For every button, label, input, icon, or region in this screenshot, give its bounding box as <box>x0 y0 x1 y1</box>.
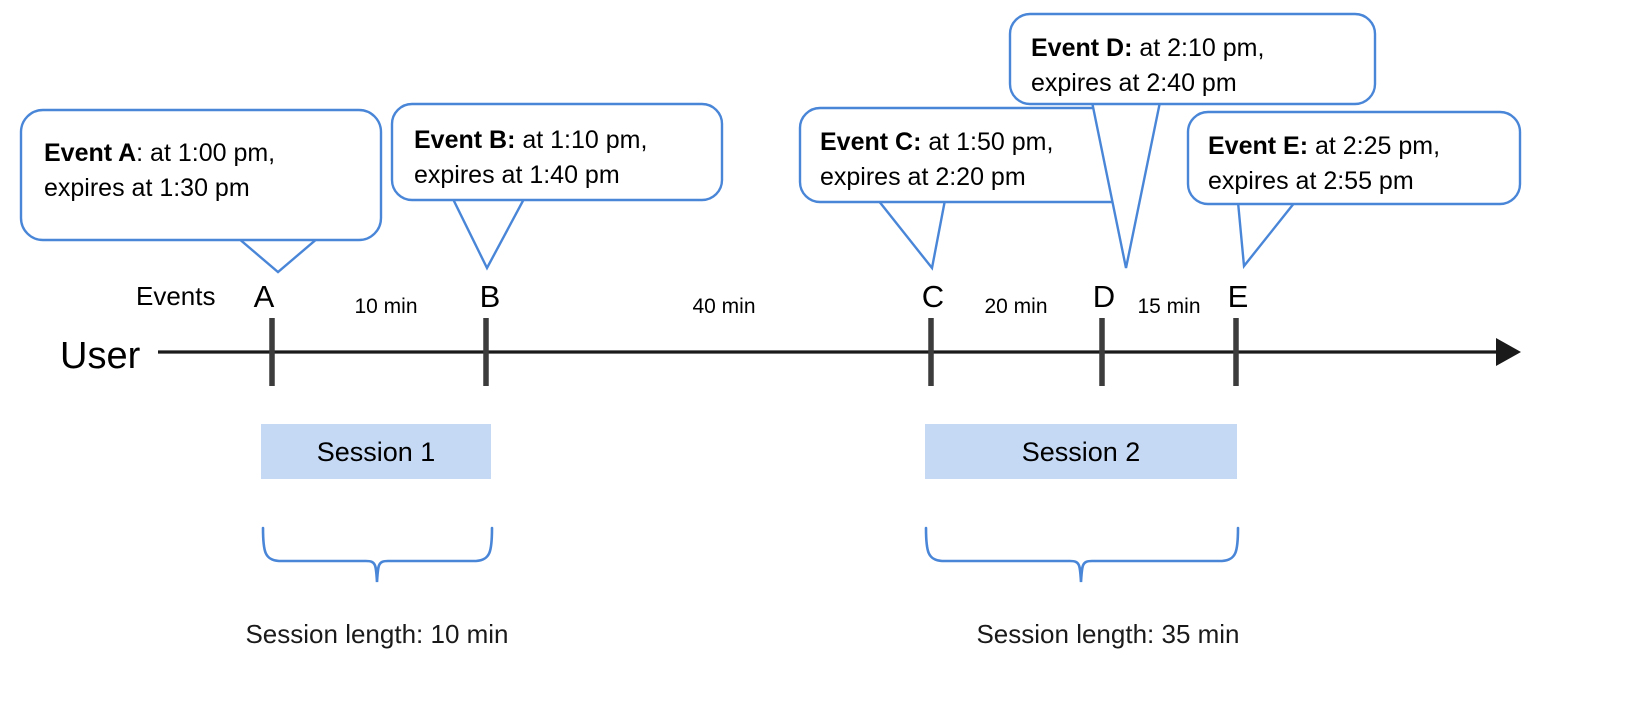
marker-label-c: C <box>922 279 944 314</box>
callout-text-e-line2: expires at 2:55 pm <box>1208 167 1414 195</box>
callout-event-b: Event B: at 1:10 pm, expires at 1:40 pm <box>390 102 724 271</box>
callout-event-a: Event A: at 1:00 pm, expires at 1:30 pm <box>19 108 383 274</box>
callout-bold-e: Event E: <box>1208 132 1308 160</box>
brace-session-2 <box>924 526 1240 583</box>
callout-text-c-line1: Event C: at 1:50 pm, <box>820 128 1053 156</box>
callout-text-b-line1: Event B: at 1:10 pm, <box>414 126 647 154</box>
gap-label-bc: 40 min <box>692 295 755 318</box>
session-label-1: Session 1 <box>317 437 436 467</box>
callout-rest-b: at 1:10 pm, <box>515 126 647 154</box>
callout-text-d-line2: expires at 2:40 pm <box>1031 69 1237 97</box>
callout-event-d: Event D: at 2:10 pm, expires at 2:40 pm <box>1008 12 1377 269</box>
callout-box-a <box>19 108 383 242</box>
brace-session-1 <box>261 526 494 583</box>
callout-rest-d: at 2:10 pm, <box>1132 34 1264 62</box>
marker-label-b: B <box>480 279 501 314</box>
callout-rest-a: : at 1:00 pm, <box>136 139 275 167</box>
callout-text-a-line1: Event A: at 1:00 pm, <box>44 139 275 167</box>
marker-label-d: D <box>1093 279 1115 314</box>
callout-text-c-line2: expires at 2:20 pm <box>820 163 1026 191</box>
callout-box-e <box>1186 110 1522 206</box>
axis-row-label: User <box>60 335 141 377</box>
callout-text-a-line2: expires at 1:30 pm <box>44 174 250 202</box>
session-length-caption-1: Session length: 10 min <box>245 619 508 649</box>
marker-label-a: A <box>254 279 275 314</box>
callout-bold-b: Event B: <box>414 126 515 154</box>
callout-box-d <box>1008 12 1377 106</box>
callout-bold-c: Event C: <box>820 128 921 156</box>
gap-label-cd: 20 min <box>984 295 1047 318</box>
callout-bold-d: Event D: <box>1031 34 1132 62</box>
callout-event-e: Event E: at 2:25 pm, expires at 2:55 pm <box>1186 110 1522 270</box>
callout-rest-c: at 1:50 pm, <box>921 128 1053 156</box>
callout-bold-a: Event A <box>44 139 136 167</box>
session-rect-2 <box>925 424 1237 479</box>
events-label: Events <box>136 281 216 311</box>
callout-box-b <box>390 102 724 202</box>
marker-label-e: E <box>1228 279 1249 314</box>
callout-event-c: Event C: at 1:50 pm, expires at 2:20 pm <box>798 106 1137 271</box>
gap-label-ab: 10 min <box>354 295 417 318</box>
axis-arrow-icon <box>1496 338 1521 366</box>
session-bar-2[interactable]: Session 2 <box>925 424 1237 479</box>
callout-text-d-line1: Event D: at 2:10 pm, <box>1031 34 1264 62</box>
callout-text-e-line1: Event E: at 2:25 pm, <box>1208 132 1440 160</box>
callout-rest-e: at 2:25 pm, <box>1308 132 1440 160</box>
gap-label-de: 15 min <box>1137 295 1200 318</box>
session-label-2: Session 2 <box>1022 437 1141 467</box>
session-length-caption-2: Session length: 35 min <box>976 619 1239 649</box>
session-rect-1 <box>261 424 491 479</box>
callout-text-b-line2: expires at 1:40 pm <box>414 161 620 189</box>
session-bar-1[interactable]: Session 1 <box>261 424 491 479</box>
